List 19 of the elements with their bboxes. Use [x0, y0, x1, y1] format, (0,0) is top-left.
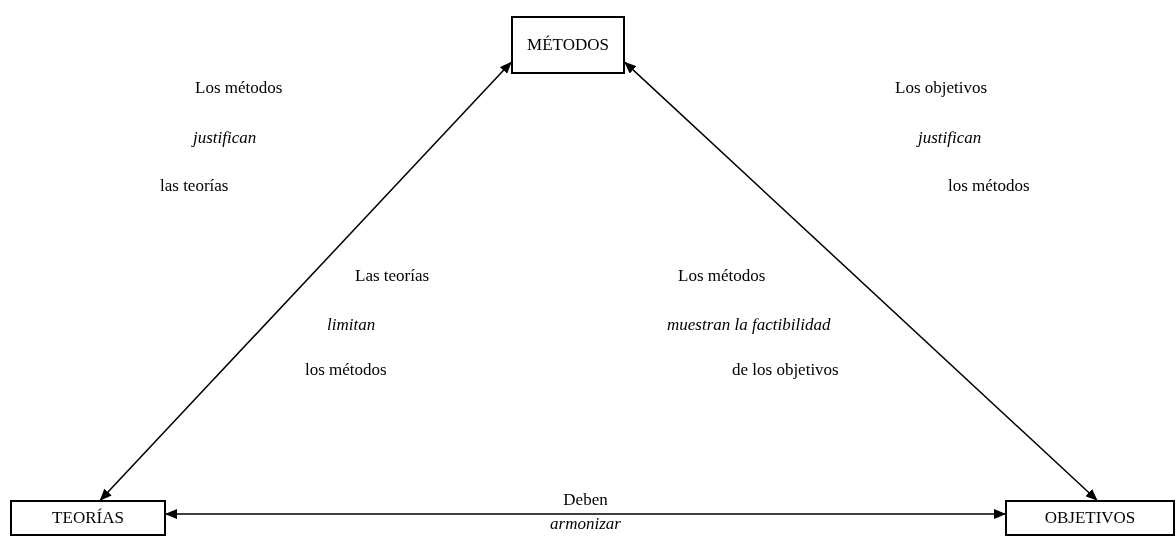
relation-text: Los métodos	[195, 78, 283, 98]
relation-text: las teorías	[160, 176, 229, 196]
double-arrow	[99, 61, 512, 501]
relation-text: Los métodos	[678, 266, 766, 286]
relation-text: Las teorías	[355, 266, 430, 286]
relation-text: muestran la factibilidad	[667, 315, 831, 335]
relation-text: los métodos	[305, 360, 387, 380]
double-arrow	[165, 509, 1006, 520]
relation-text: justifican	[193, 128, 257, 148]
edge-label: Deben armonizar	[549, 489, 622, 536]
double-arrow	[624, 61, 1098, 501]
relation-text: los métodos	[948, 176, 1030, 196]
relation-text: Los objetivos	[895, 78, 988, 98]
concept-box: TEORÍAS	[10, 500, 166, 536]
relation-text: limitan	[327, 315, 376, 335]
concept-box: OBJETIVOS	[1005, 500, 1175, 536]
relation-text: de los objetivos	[732, 360, 839, 380]
relation-text: justifican	[918, 128, 982, 148]
concept-box: MÉTODOS	[511, 16, 625, 74]
